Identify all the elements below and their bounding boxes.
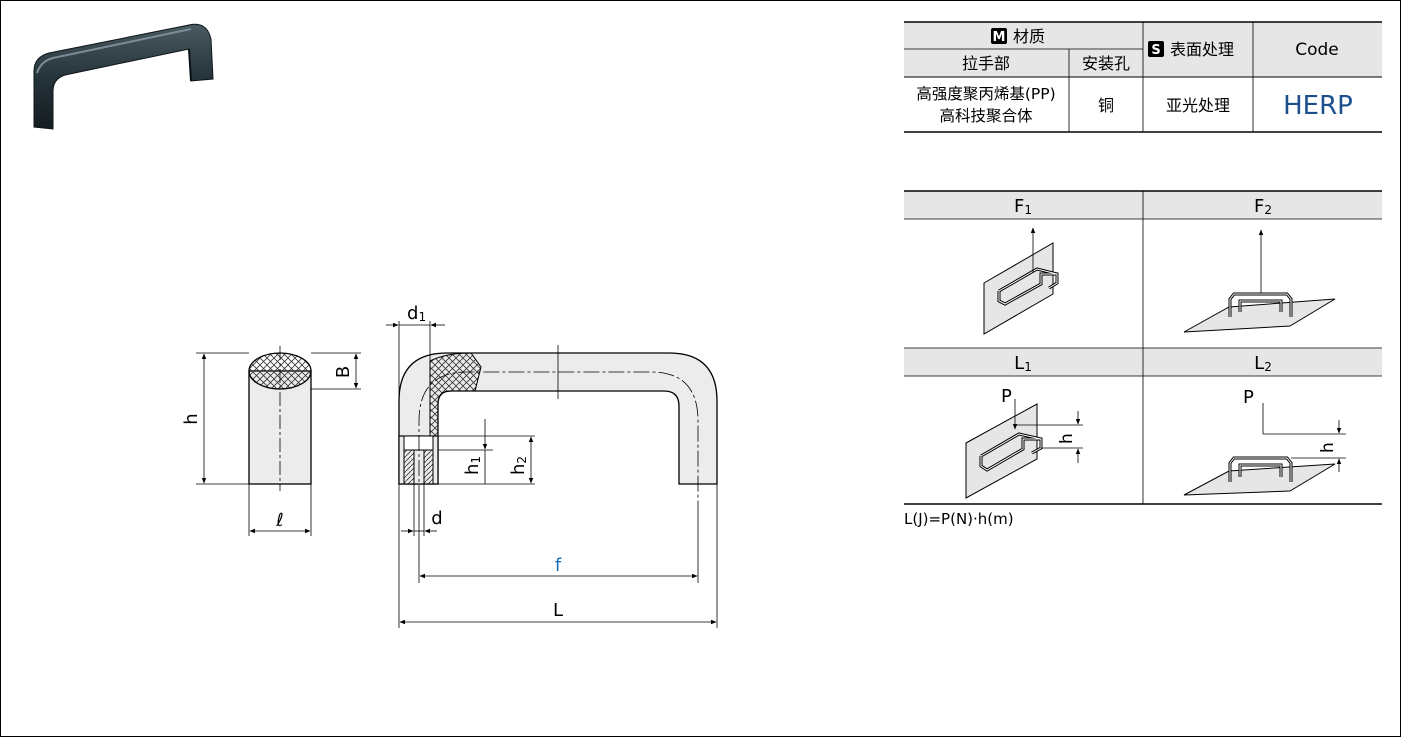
dim-h1-label: h1 [462,456,483,475]
dim-d1-label: d1 [407,303,426,324]
col-mount: 安装孔 [1082,54,1130,73]
l1-h-label: h [1057,433,1077,444]
spec-table: M 材质 S 表面处理 Code 拉手部 安装孔 高强度聚丙烯基(PP) 高科技… [904,21,1382,133]
dim-h-label: h [181,413,202,424]
surface-badge: S [1151,43,1160,58]
code-value: HERP [1283,91,1353,121]
side-view [196,346,361,536]
dim-l-label: ℓ [275,510,283,531]
l1-header: L1 [1014,353,1032,374]
l2-header: L2 [1254,353,1272,374]
front-view [386,321,718,628]
l2-p-label: P [1243,387,1254,408]
dim-b-label: B [333,366,354,378]
surface-header: 表面处理 [1170,40,1234,59]
load-table: F1 F2 L1 L2 [904,190,1382,528]
f1-illustration [983,227,1059,335]
dimension-labels: d1 B h ℓ h1 h2 d f L [181,303,563,621]
col-handle: 拉手部 [962,54,1010,73]
l1-illustration: P h [965,386,1083,499]
handle-material-line1: 高强度聚丙烯基(PP) [916,85,1055,103]
f1-header: F1 [1014,196,1032,217]
code-header: Code [1295,40,1339,60]
mount-material: 铜 [1098,96,1114,115]
l1-p-label: P [1001,386,1012,407]
handle-material-line2: 高科技聚合体 [939,107,1033,125]
dim-h2-label: h2 [508,456,529,475]
load-formula: L(J)=P(N)·h(m) [904,510,1014,528]
product-photo [33,23,214,130]
f2-header: F2 [1254,196,1272,217]
l2-h-label: h [1318,442,1338,453]
material-header: 材质 [1013,27,1045,46]
l2-illustration: P h [1183,387,1346,496]
dim-d-label: d [431,508,442,529]
dim-L-label: L [553,600,563,621]
surface-value: 亚光处理 [1166,96,1230,115]
f2-illustration [1183,229,1336,333]
dim-f-label: f [555,555,562,576]
material-badge: M [993,30,1006,45]
